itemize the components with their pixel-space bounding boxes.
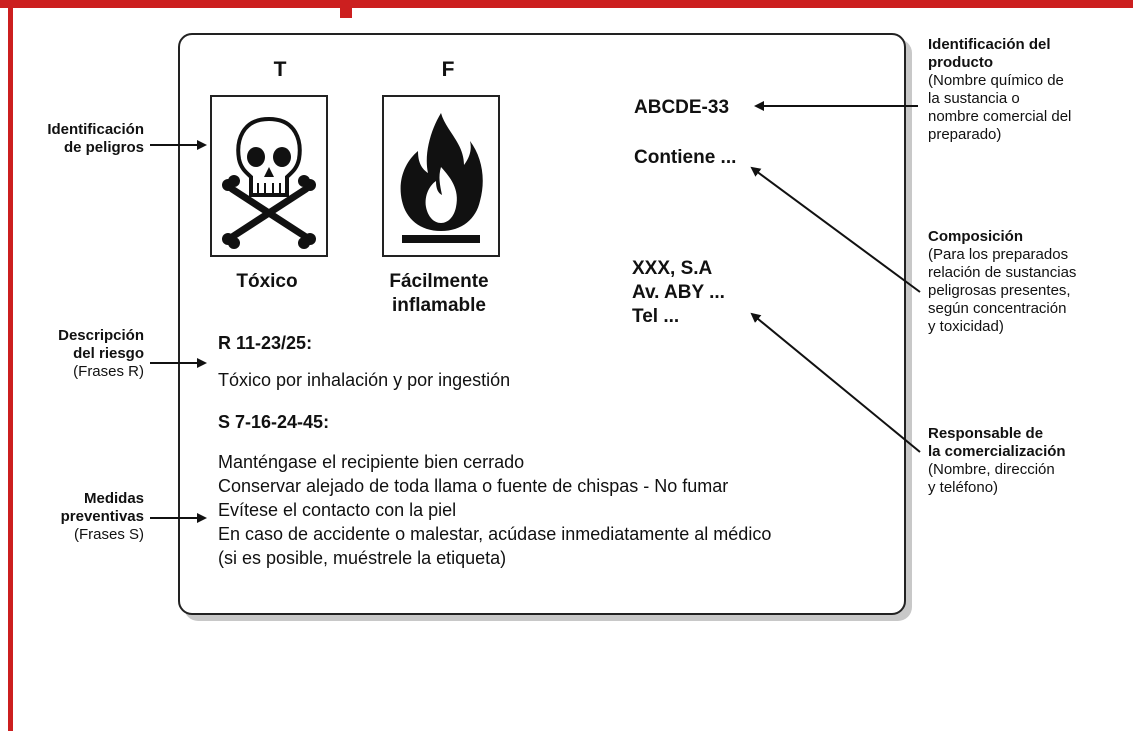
- pictogram-letter-toxic: T: [273, 58, 287, 81]
- product-contains: Contiene ...: [634, 147, 737, 168]
- safety-phrase-line: Evítese el contacto con la piel: [218, 500, 457, 520]
- flame-icon: [400, 113, 483, 243]
- safety-phrase-line: En caso de accidente o malestar, acúdase…: [218, 524, 772, 544]
- safety-phrase-line: Manténgase el recipiente bien cerrado: [218, 452, 525, 472]
- pictogram-letter-flammable: F: [441, 58, 455, 81]
- red-frame-accent: [340, 0, 352, 18]
- risk-phrase-text: Tóxico por inhalación y por ingestión: [218, 370, 511, 390]
- callout-responsible: Responsable de la comercialización (Nomb…: [928, 425, 1066, 496]
- arrow-composition: [750, 166, 921, 293]
- red-frame-left: [8, 0, 13, 731]
- safety-phrase-code: S 7-16-24-45:: [218, 412, 330, 432]
- flammable-pictogram: [382, 95, 500, 257]
- toxic-pictogram: [210, 95, 328, 257]
- callout-composition: Composición (Para los preparados relació…: [928, 228, 1077, 335]
- product-code: ABCDE-33: [634, 97, 730, 118]
- skull-crossbones-icon: [222, 116, 316, 249]
- safety-phrase-line: Conservar alejado de toda llama o fuente…: [218, 476, 729, 496]
- callout-risk-description: Descripción del riesgo (Frases R): [58, 327, 144, 380]
- pictogram-name-flammable: Fácilmente inflamable: [389, 271, 489, 316]
- arrow-responsible: [750, 312, 921, 453]
- responsible-block: XXX, S.A Av. ABY ... Tel ...: [632, 258, 725, 327]
- risk-phrase-code: R 11-23/25:: [218, 333, 313, 353]
- pictogram-name-toxic: Tóxico: [236, 271, 298, 292]
- callout-product-identification: Identificación del producto (Nombre quím…: [928, 36, 1072, 143]
- safety-phrase-list: Manténgase el recipiente bien cerrado Co…: [218, 450, 771, 570]
- callout-preventive-measures: Medidas preventivas (Frases S): [60, 490, 144, 543]
- callout-hazard-identification: Identificación de peligros: [47, 121, 144, 156]
- safety-phrase-line: (si es posible, muéstrele la etiqueta): [218, 548, 507, 568]
- red-frame-top: [0, 0, 1133, 8]
